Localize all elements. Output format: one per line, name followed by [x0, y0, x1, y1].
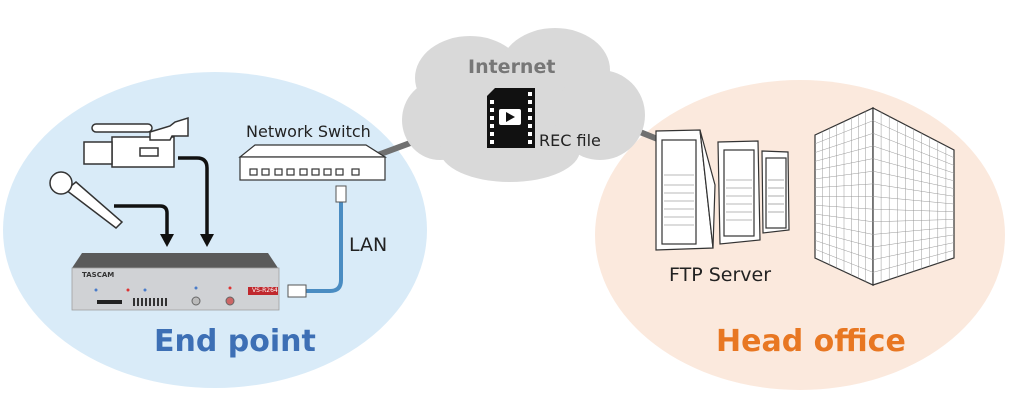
server-rack-details — [664, 174, 784, 226]
building-windows — [814, 111, 955, 283]
lan-cable — [287, 185, 347, 298]
internet-title: Internet — [468, 56, 556, 78]
server-rack-icon — [655, 129, 790, 251]
microphone-icon — [49, 171, 124, 229]
video-camera-icon — [83, 116, 189, 168]
arrow-head — [200, 234, 214, 247]
lan-label: LAN — [349, 234, 388, 256]
end-point-title: End point — [154, 324, 316, 359]
head-office-title: Head office — [716, 324, 906, 359]
video-file-icon — [487, 88, 535, 148]
network-switch-icon — [238, 144, 388, 181]
arrow-head — [160, 234, 174, 247]
rec-file-label: REC file — [539, 131, 601, 150]
ftp-server-label: FTP Server — [669, 264, 772, 286]
device-model: VS-R264 — [252, 287, 278, 294]
recorder-device-icon — [71, 253, 280, 311]
input-arrows — [114, 156, 209, 236]
network-switch-label: Network Switch — [246, 122, 371, 141]
device-brand: TASCAM — [82, 271, 115, 279]
